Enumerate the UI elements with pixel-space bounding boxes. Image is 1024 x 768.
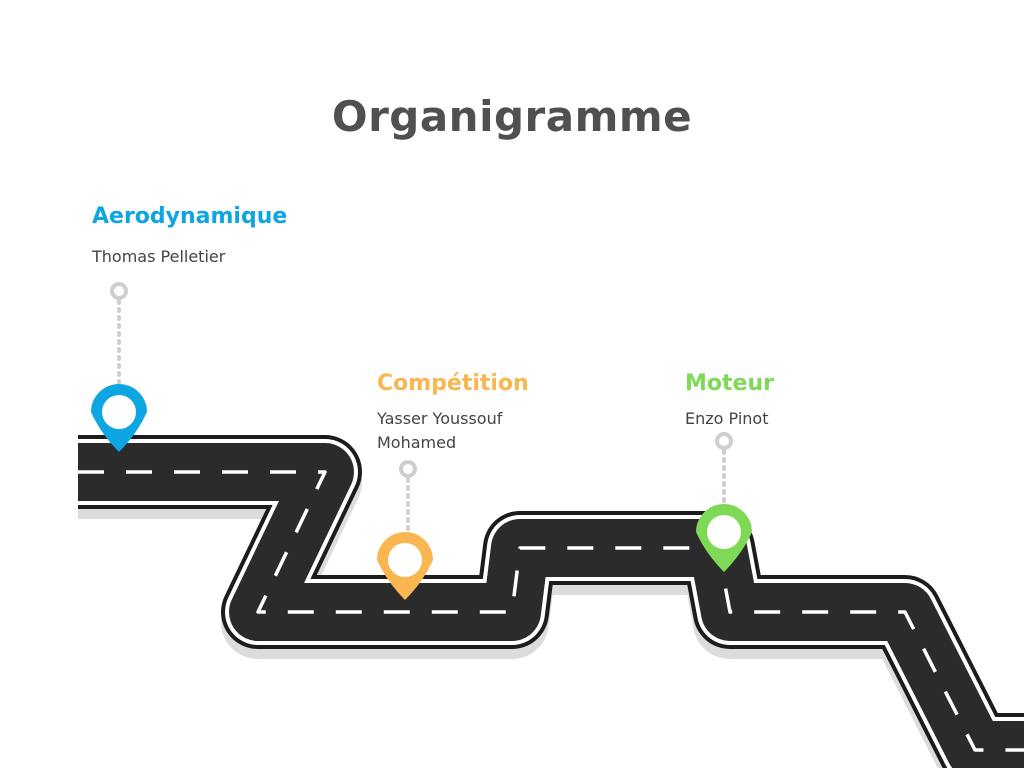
pin-aerodynamique-icon — [91, 384, 147, 452]
member-name: Thomas Pelletier — [92, 247, 226, 266]
milestone-members-moteur: Enzo Pinot — [685, 407, 768, 431]
member-name: Mohamed — [377, 433, 457, 452]
page-title: Organigramme — [331, 92, 693, 141]
member-name: Enzo Pinot — [685, 409, 769, 428]
connector-knob-aerodynamique — [110, 282, 128, 300]
pin-competition-icon — [377, 532, 433, 600]
connector-knob-moteur — [715, 432, 733, 450]
road-start-mask — [0, 420, 78, 530]
milestone-title-aerodynamique: Aerodynamique — [92, 204, 288, 229]
pin-moteur-icon — [696, 504, 752, 572]
connectors — [110, 282, 733, 537]
milestone-title-competition: Compétition — [377, 371, 529, 396]
milestone-title-moteur: Moteur — [685, 371, 774, 396]
road-lane-markings — [78, 470, 1024, 752]
milestone-members-competition: Yasser Youssouf Mohamed — [377, 407, 502, 455]
member-name: Yasser Youssouf — [377, 409, 503, 428]
connector-knob-competition — [399, 460, 417, 478]
milestone-members-aerodynamique: Thomas Pelletier — [92, 245, 225, 269]
